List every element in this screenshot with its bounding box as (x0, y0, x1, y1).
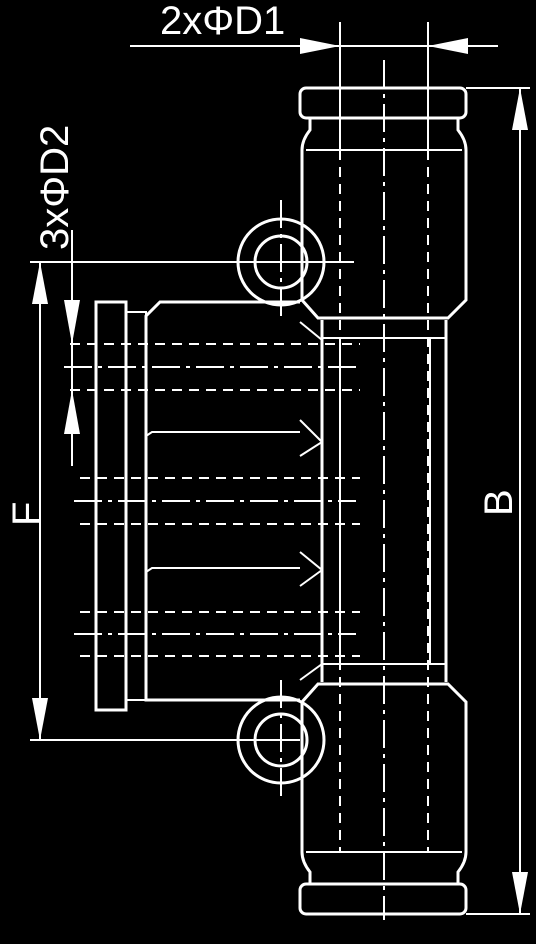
d1-arrow-left (300, 38, 340, 54)
f-label: F (5, 502, 49, 526)
b-label: B (477, 489, 521, 516)
dimension-f: F (5, 261, 354, 741)
branch-sep-2 (145, 567, 300, 573)
side-flange-inner (125, 311, 147, 701)
dimension-d2: 3xΦD2 (33, 125, 80, 466)
side-branches (64, 300, 360, 712)
d1-label: 2xΦD1 (160, 0, 285, 43)
main-body (298, 60, 468, 920)
d1-arrow-right (428, 38, 468, 54)
branch-cone-0 (299, 321, 323, 341)
f-arrow-bottom (32, 698, 48, 740)
d2-arrow-bottom (64, 390, 80, 434)
branch-cone-3 (299, 663, 323, 681)
branch-cone-2 (299, 551, 324, 587)
side-flange-outer (94, 300, 128, 712)
b-arrow-bottom (512, 872, 528, 914)
b-arrow-top (512, 88, 528, 130)
branch-sep-1 (145, 431, 300, 437)
branch-cone-1 (299, 419, 324, 457)
f-arrow-top (32, 262, 48, 304)
dimension-b: B (466, 87, 530, 915)
d2-label: 3xΦD2 (33, 125, 77, 250)
dimension-d1: 2xΦD1 (130, 0, 498, 150)
d2-arrow-top (64, 300, 80, 344)
